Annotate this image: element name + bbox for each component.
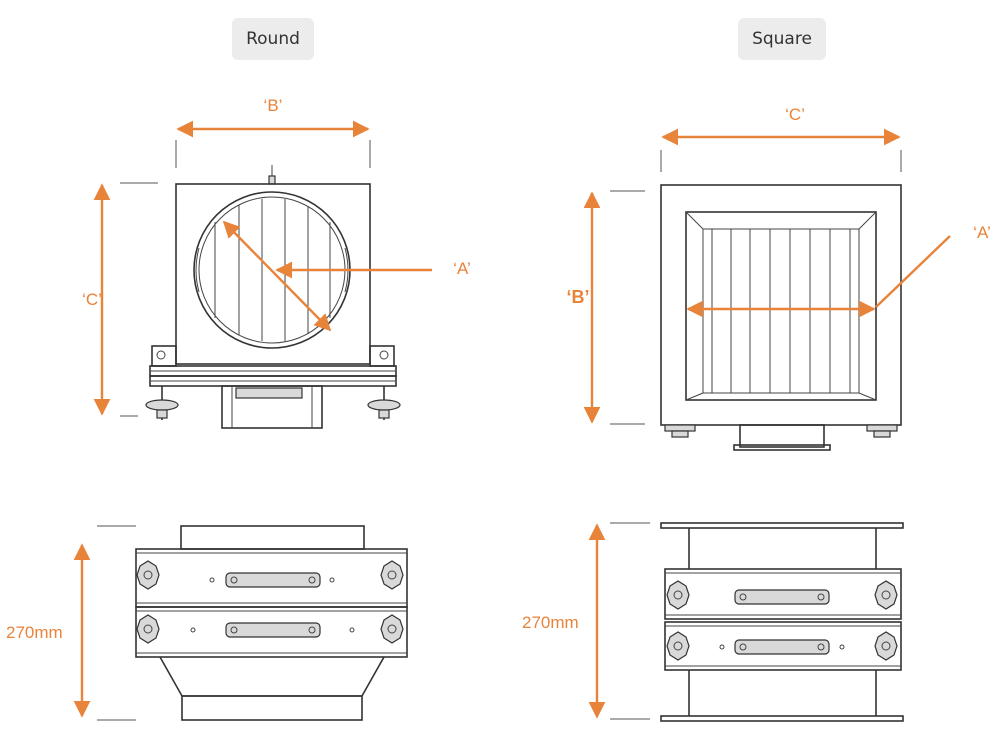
square-dim-b-label: ‘B’	[566, 287, 589, 307]
round-dim-c-label: ‘C’	[82, 290, 102, 309]
knob-right	[367, 386, 401, 420]
tab-square[interactable]: Square	[738, 18, 826, 60]
round-dim-a-diameter	[222, 220, 332, 332]
star-knob-icon	[136, 560, 160, 590]
star-knob-icon	[380, 560, 404, 590]
star-knob-icon	[874, 631, 898, 661]
square-side-height-label: 270mm	[522, 613, 579, 632]
round-dim-b-label: ‘B’	[264, 96, 283, 115]
star-knob-icon	[666, 631, 690, 661]
square-dim-c-label: ‘C’	[785, 105, 805, 124]
square-front-view: ‘C’ ‘B’ ‘A’	[566, 105, 991, 451]
square-side-view: 270mm	[522, 522, 904, 722]
star-knob-icon	[874, 580, 898, 610]
star-knob-icon	[380, 614, 404, 644]
round-side-height-label: 270mm	[6, 623, 63, 642]
square-dim-a-label: ‘A’	[973, 223, 991, 242]
square-louvers	[711, 229, 851, 393]
round-front-view: ‘B’ ‘C’ ‘A’	[82, 96, 471, 429]
star-knob-icon	[136, 614, 160, 644]
knob-left	[145, 386, 179, 420]
round-side-view: 270mm	[6, 525, 408, 721]
tab-round[interactable]: Round	[232, 18, 314, 60]
star-knob-icon	[666, 580, 690, 610]
square-dim-a-leader	[875, 235, 951, 308]
round-dim-a-label: ‘A’	[453, 259, 471, 278]
